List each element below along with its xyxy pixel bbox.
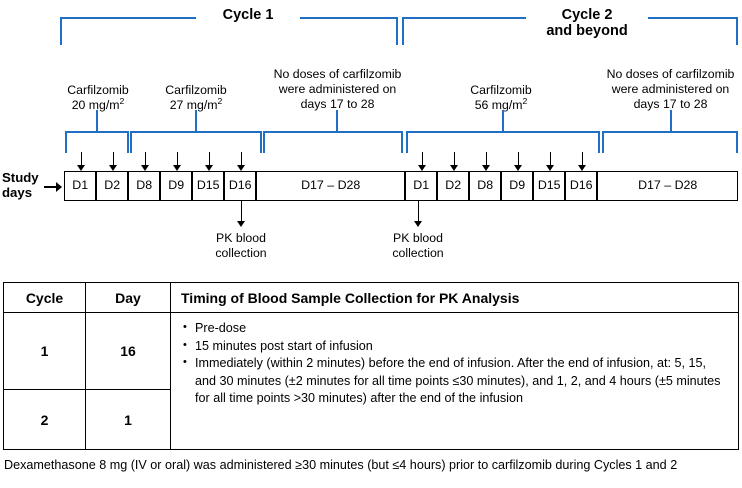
dose-note-carfilzomib-20: Carfilzomib 20 mg/m2 xyxy=(52,68,144,113)
timing-bullet: 15 minutes post start of infusion xyxy=(181,337,730,356)
dose-note-sup: 2 xyxy=(119,95,125,106)
subbracket-c1-d17d28-right xyxy=(400,131,403,153)
timing-bullet: Immediately (within 2 minutes) before th… xyxy=(181,354,730,408)
table-row: 1 16 Pre-dose 15 minutes post start of i… xyxy=(3,312,739,450)
subbracket-c1-d1d2-right xyxy=(126,131,129,153)
day-box-c1-d2[interactable]: D2 xyxy=(96,171,129,201)
subbracket-c2-d17d28-right xyxy=(735,131,738,153)
day-box-c1-d8[interactable]: D8 xyxy=(128,171,161,201)
cycle-1-bracket-left-stem xyxy=(60,17,63,45)
dose-note-carfilzomib-27: Carfilzomib 27 mg/m2 xyxy=(150,68,242,113)
column-header-timing: Timing of Blood Sample Collection for PK… xyxy=(170,282,739,313)
cycle-2-bracket-left-stem xyxy=(402,17,405,45)
cycle-1-bracket-top-right xyxy=(284,17,398,20)
dose-note-carfilzomib-56: Carfilzomib 56 mg/m2 xyxy=(455,68,547,113)
dose-note-no-dose-cycle-2: No doses of carfilzomib were administere… xyxy=(588,52,742,112)
dose-arrow-c2-d1 xyxy=(417,152,427,171)
dose-note-text: Carfilzomib 27 mg/m xyxy=(165,83,227,112)
cell-timing-details: Pre-dose 15 minutes post start of infusi… xyxy=(170,312,739,450)
day-box-c2-d15[interactable]: D15 xyxy=(533,171,566,201)
column-header-cycle: Cycle xyxy=(3,282,86,313)
timing-bullet: Pre-dose xyxy=(181,319,730,338)
footnote: Dexamethasone 8 mg (IV or oral) was admi… xyxy=(4,458,678,472)
dose-arrow-c2-d2 xyxy=(449,152,459,171)
day-box-c1-d9[interactable]: D9 xyxy=(160,171,193,201)
study-days-label: Study days xyxy=(2,170,39,200)
dose-arrow-c2-d8 xyxy=(481,152,491,171)
day-box-c1-d15[interactable]: D15 xyxy=(192,171,225,201)
subbracket-c1-d8d16-left xyxy=(130,131,133,153)
dose-arrow-c1-d2 xyxy=(108,152,118,171)
cell-day-16: 16 xyxy=(85,312,171,390)
subbracket-c2-d1d16-top xyxy=(406,131,600,134)
timing-bullet-list: Pre-dose 15 minutes post start of infusi… xyxy=(181,319,730,408)
dose-note-text: No doses of carfilzomib were administere… xyxy=(606,67,735,111)
cell-day-1: 1 xyxy=(85,389,171,450)
day-box-c2-d1[interactable]: D1 xyxy=(405,171,438,201)
table-row: 2 1 xyxy=(3,389,739,450)
day-box-c2-d9[interactable]: D9 xyxy=(501,171,534,201)
dose-arrow-c2-d16 xyxy=(577,152,587,171)
study-days-pointer-icon xyxy=(44,181,62,193)
day-box-c1-d1[interactable]: D1 xyxy=(64,171,97,201)
connector-stem-dose-27 xyxy=(195,110,198,132)
dose-note-sup: 2 xyxy=(217,95,223,106)
dose-arrow-c1-d9 xyxy=(172,152,182,171)
subbracket-c1-d8d16-right xyxy=(259,131,262,153)
subbracket-c1-d1d2-top xyxy=(65,131,129,134)
subbracket-c1-d17d28-top xyxy=(263,131,403,134)
day-box-c2-d17-d28[interactable]: D17 – D28 xyxy=(597,171,739,201)
day-box-c1-d16[interactable]: D16 xyxy=(224,171,257,201)
dose-note-text: No doses of carfilzomib were administere… xyxy=(273,67,402,111)
dose-arrow-c1-d1 xyxy=(76,152,86,171)
subbracket-c2-d17d28-top xyxy=(602,131,738,134)
connector-stem-dose-56 xyxy=(502,110,505,132)
cycle-1-label: Cycle 1 xyxy=(196,7,300,23)
cell-cycle-1: 1 xyxy=(3,312,86,390)
dose-note-sup: 2 xyxy=(522,95,528,106)
cycle-1-bracket-top-left xyxy=(60,17,220,20)
subbracket-c2-d17d28-left xyxy=(602,131,605,153)
cycle-2-label: Cycle 2 and beyond xyxy=(526,7,648,39)
day-box-c2-d2[interactable]: D2 xyxy=(437,171,470,201)
cycle-2-bracket-right-stem xyxy=(735,17,738,45)
dose-arrow-c1-d15 xyxy=(204,152,214,171)
connector-stem-nodose-1 xyxy=(336,110,339,132)
pk-arrow-c1-d16 xyxy=(236,201,246,227)
cycle-1-bracket-right-stem xyxy=(396,17,399,45)
day-box-c1-d17-d28[interactable]: D17 – D28 xyxy=(256,171,406,201)
connector-stem-nodose-2 xyxy=(670,110,673,132)
cycle-2-bracket-top-left xyxy=(402,17,548,20)
subbracket-c2-d1d16-right xyxy=(597,131,600,153)
dose-arrow-c2-d9 xyxy=(513,152,523,171)
column-header-day: Day xyxy=(85,282,171,313)
subbracket-c2-d1d16-left xyxy=(406,131,409,153)
dose-note-text: Carfilzomib 56 mg/m xyxy=(470,83,532,112)
table-header-row: Cycle Day Timing of Blood Sample Collect… xyxy=(3,282,739,313)
subbracket-c1-d17d28-left xyxy=(263,131,266,153)
dose-note-text: Carfilzomib 20 mg/m xyxy=(67,83,129,112)
subbracket-c1-d8d16-top xyxy=(130,131,262,134)
cell-cycle-2: 2 xyxy=(3,389,86,450)
cycle-2-bracket-top-right xyxy=(612,17,738,20)
pk-timing-table: Cycle Day Timing of Blood Sample Collect… xyxy=(3,282,739,450)
dose-arrow-c2-d15 xyxy=(545,152,555,171)
subbracket-c1-d1d2-left xyxy=(65,131,68,153)
dose-arrow-c1-d8 xyxy=(140,152,150,171)
dose-note-no-dose-cycle-1: No doses of carfilzomib were administere… xyxy=(255,52,420,112)
pk-label-c2-d1: PK blood collection xyxy=(392,231,444,260)
dose-arrow-c1-d16 xyxy=(236,152,246,171)
connector-stem-dose-20 xyxy=(96,110,99,132)
pk-arrow-c2-d1 xyxy=(413,201,423,227)
day-box-c2-d16[interactable]: D16 xyxy=(565,171,598,201)
pk-label-c1-d16: PK blood collection xyxy=(215,231,267,260)
day-box-c2-d8[interactable]: D8 xyxy=(469,171,502,201)
